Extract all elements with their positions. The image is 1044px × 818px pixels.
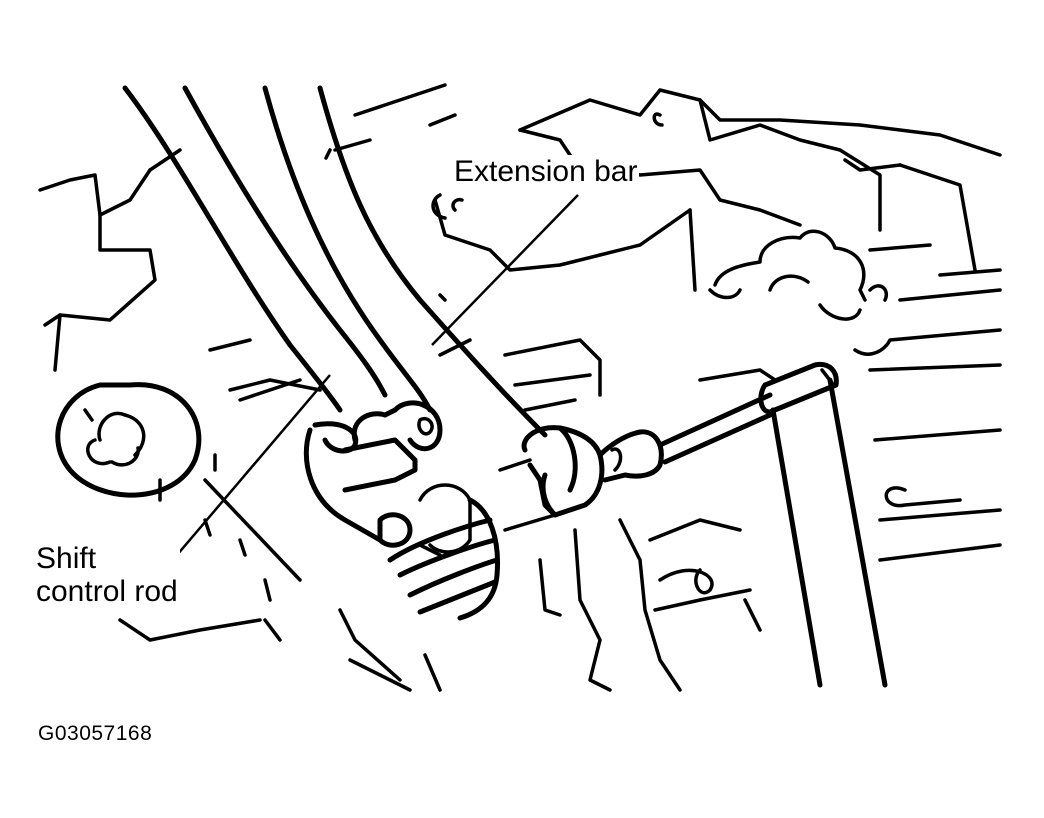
- transmission-housing: [38, 83, 1002, 692]
- extension-bar-leader: [431, 194, 579, 346]
- shift-control-rod-label-line2: control rod: [36, 575, 178, 608]
- extension-bars: [122, 85, 548, 438]
- extension-bar-label: Extension bar: [452, 155, 640, 188]
- bolt-boss: [55, 382, 202, 498]
- shift-control-rod-clevis: [303, 400, 501, 621]
- shift-control-rod-leader: [159, 374, 331, 576]
- shift-control-rod-label-line1: Shift: [36, 542, 97, 575]
- socket-drive: [521, 392, 773, 518]
- ratchet-handle: [758, 361, 888, 688]
- shift-control-rod-label: Shift control rod: [34, 542, 180, 608]
- figure-id: G03057168: [38, 722, 153, 745]
